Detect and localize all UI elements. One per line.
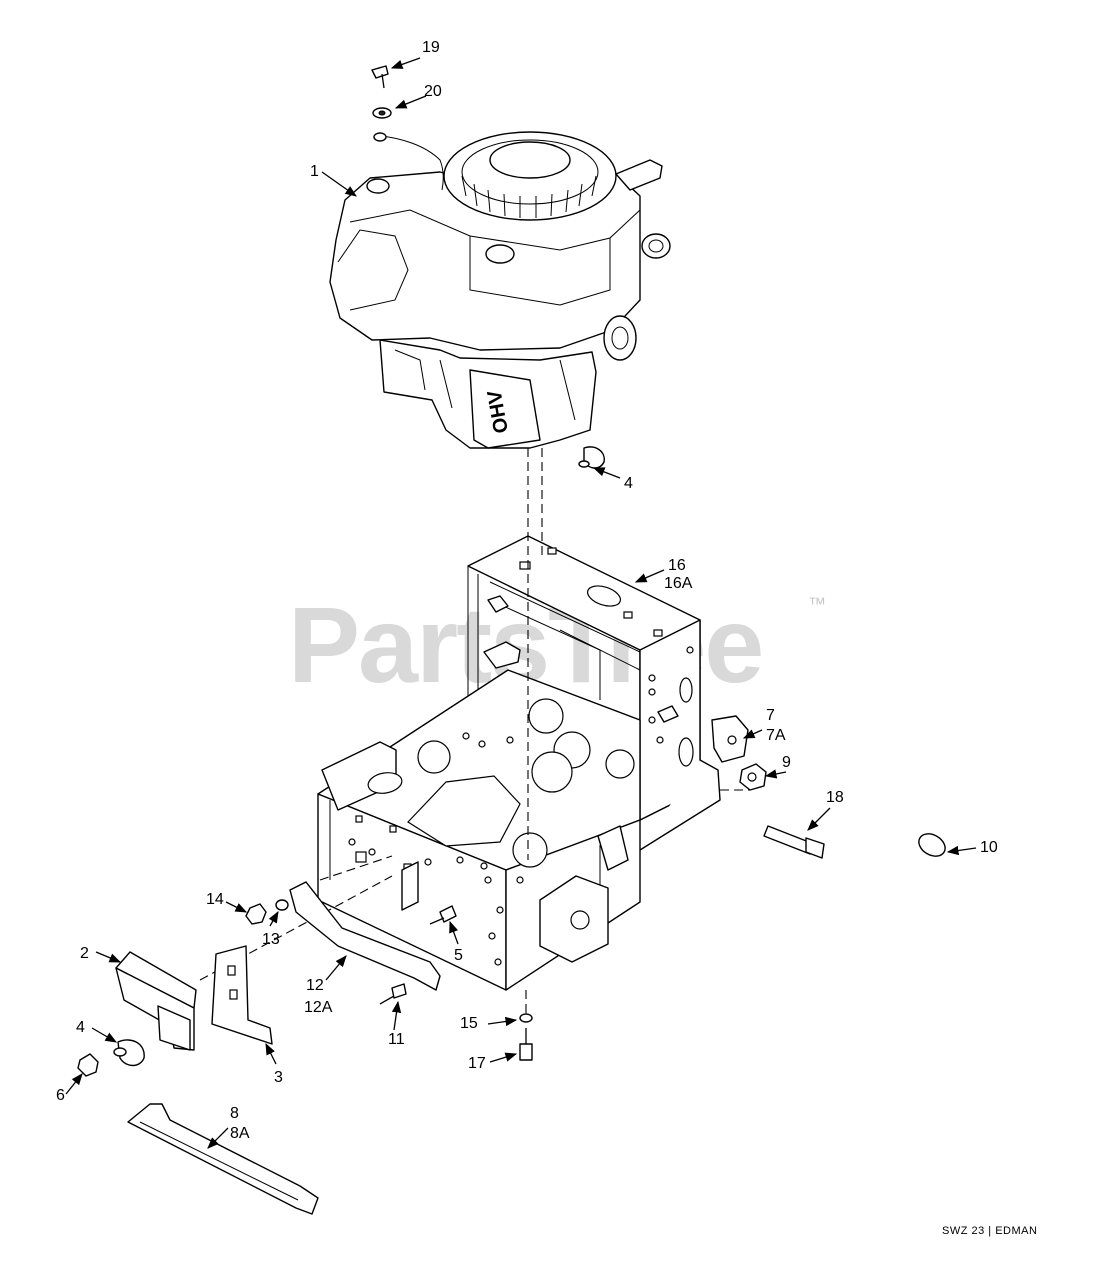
callout-10: 10 [980, 839, 998, 856]
callout-17: 17 [468, 1055, 486, 1072]
callout-4-lower: 4 [76, 1019, 85, 1036]
hardware [77, 65, 946, 1215]
callout-15: 15 [460, 1015, 478, 1032]
callout-16: 16 [668, 557, 686, 574]
callout-labels: 19 20 1 4 16 16A 7 7A 9 18 10 14 13 2 12… [56, 39, 998, 1142]
callout-3: 3 [274, 1069, 283, 1086]
engine: OHV [329, 131, 671, 449]
callout-2: 2 [80, 945, 89, 962]
frame [317, 535, 721, 991]
callout-16a: 16A [664, 575, 693, 592]
callout-4-upper: 4 [624, 475, 633, 492]
callout-12a: 12A [304, 999, 333, 1016]
callout-19: 19 [422, 39, 440, 56]
callout-11: 11 [388, 1031, 405, 1048]
callout-13: 13 [262, 931, 280, 948]
callout-20: 20 [424, 83, 442, 100]
callout-7: 7 [766, 707, 775, 724]
callout-5: 5 [454, 947, 463, 964]
callout-12: 12 [306, 977, 324, 994]
callout-8: 8 [230, 1105, 239, 1122]
callout-14: 14 [206, 891, 224, 908]
callout-18: 18 [826, 789, 844, 806]
callout-9: 9 [782, 754, 791, 771]
callout-leaders [65, 57, 977, 1149]
callout-1: 1 [310, 163, 319, 180]
callout-8a: 8A [230, 1125, 250, 1142]
callout-6: 6 [56, 1087, 65, 1104]
drawing-code: SWZ 23 | EDMAN [942, 1225, 1037, 1237]
callout-7a: 7A [766, 727, 786, 744]
watermark-trademark: ™ [808, 594, 826, 614]
